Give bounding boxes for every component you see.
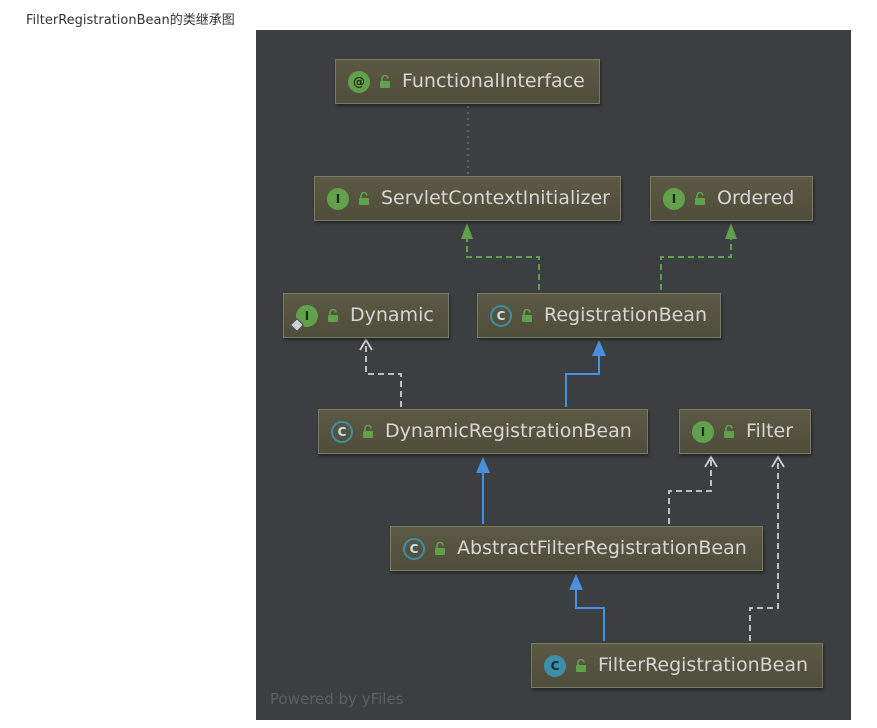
edge-dynamic-reg-to-dynamic	[365, 340, 402, 407]
node-ordered[interactable]: I Ordered	[650, 176, 813, 221]
node-label: FunctionalInterface	[402, 70, 585, 92]
unlocked-icon	[359, 191, 369, 205]
unlocked-icon	[435, 541, 445, 555]
arrow-registration	[592, 340, 606, 356]
diagram-caption: FilterRegistrationBean的类继承图	[26, 13, 235, 28]
interface-icon: I	[692, 420, 714, 443]
interface-icon: I	[663, 187, 685, 210]
node-label: Ordered	[717, 187, 795, 209]
node-label: FilterRegistrationBean	[598, 654, 809, 676]
interface-icon-letter: I	[304, 308, 310, 323]
arrow-servlet	[461, 223, 473, 239]
node-filter[interactable]: I Filter	[679, 409, 811, 454]
interface-icon: I	[289, 304, 318, 332]
node-label: Filter	[746, 420, 794, 442]
node-label: DynamicRegistrationBean	[385, 420, 632, 442]
node-registration-bean[interactable]: C RegistrationBean	[477, 293, 721, 338]
node-abstract-filter-registration-bean[interactable]: C AbstractFilterRegistrationBean	[390, 526, 763, 571]
unlocked-icon	[576, 658, 586, 672]
static-badge-icon	[289, 317, 305, 332]
unlocked-icon	[724, 424, 734, 438]
annotation-type-icon: @	[348, 70, 370, 93]
unlocked-icon	[328, 308, 338, 322]
edge-registration-to-servlet	[466, 238, 540, 290]
powered-by-watermark: Powered by yFiles	[270, 690, 404, 708]
arrow-filter-right	[771, 455, 785, 468]
class-icon: C	[544, 654, 566, 677]
node-dynamic[interactable]: I Dynamic	[283, 293, 449, 338]
node-filter-registration-bean[interactable]: C FilterRegistrationBean	[531, 643, 823, 688]
unlocked-icon	[522, 308, 532, 322]
node-servlet-context-initializer[interactable]: I ServletContextInitializer	[314, 176, 621, 221]
node-label: RegistrationBean	[544, 304, 707, 326]
arrow-dynamic-reg	[476, 457, 490, 473]
edge-abstract-to-filter	[668, 457, 712, 524]
unlocked-icon	[380, 74, 390, 88]
node-label: AbstractFilterRegistrationBean	[457, 537, 747, 559]
diagram-canvas: @ FunctionalInterface I ServletContextIn…	[256, 30, 851, 720]
edge-filter-reg-to-abstract	[575, 589, 605, 641]
interface-icon: I	[327, 187, 349, 210]
abstract-class-icon: C	[490, 304, 512, 327]
edge-dynamic-reg-to-registration	[565, 355, 600, 407]
unlocked-icon	[695, 191, 705, 205]
arrow-dynamic	[359, 338, 373, 351]
edges-layer	[359, 106, 785, 641]
edge-registration-to-ordered	[660, 238, 732, 290]
arrow-filter-left	[704, 455, 718, 468]
arrow-ordered	[725, 223, 737, 239]
node-label: Dynamic	[350, 304, 434, 326]
node-functional-interface[interactable]: @ FunctionalInterface	[335, 59, 600, 104]
node-label: ServletContextInitializer	[381, 187, 610, 209]
unlocked-icon	[363, 424, 373, 438]
abstract-class-icon: C	[403, 537, 425, 560]
arrow-abstract	[569, 574, 583, 590]
abstract-class-icon: C	[331, 420, 353, 443]
node-dynamic-registration-bean[interactable]: C DynamicRegistrationBean	[318, 409, 648, 454]
